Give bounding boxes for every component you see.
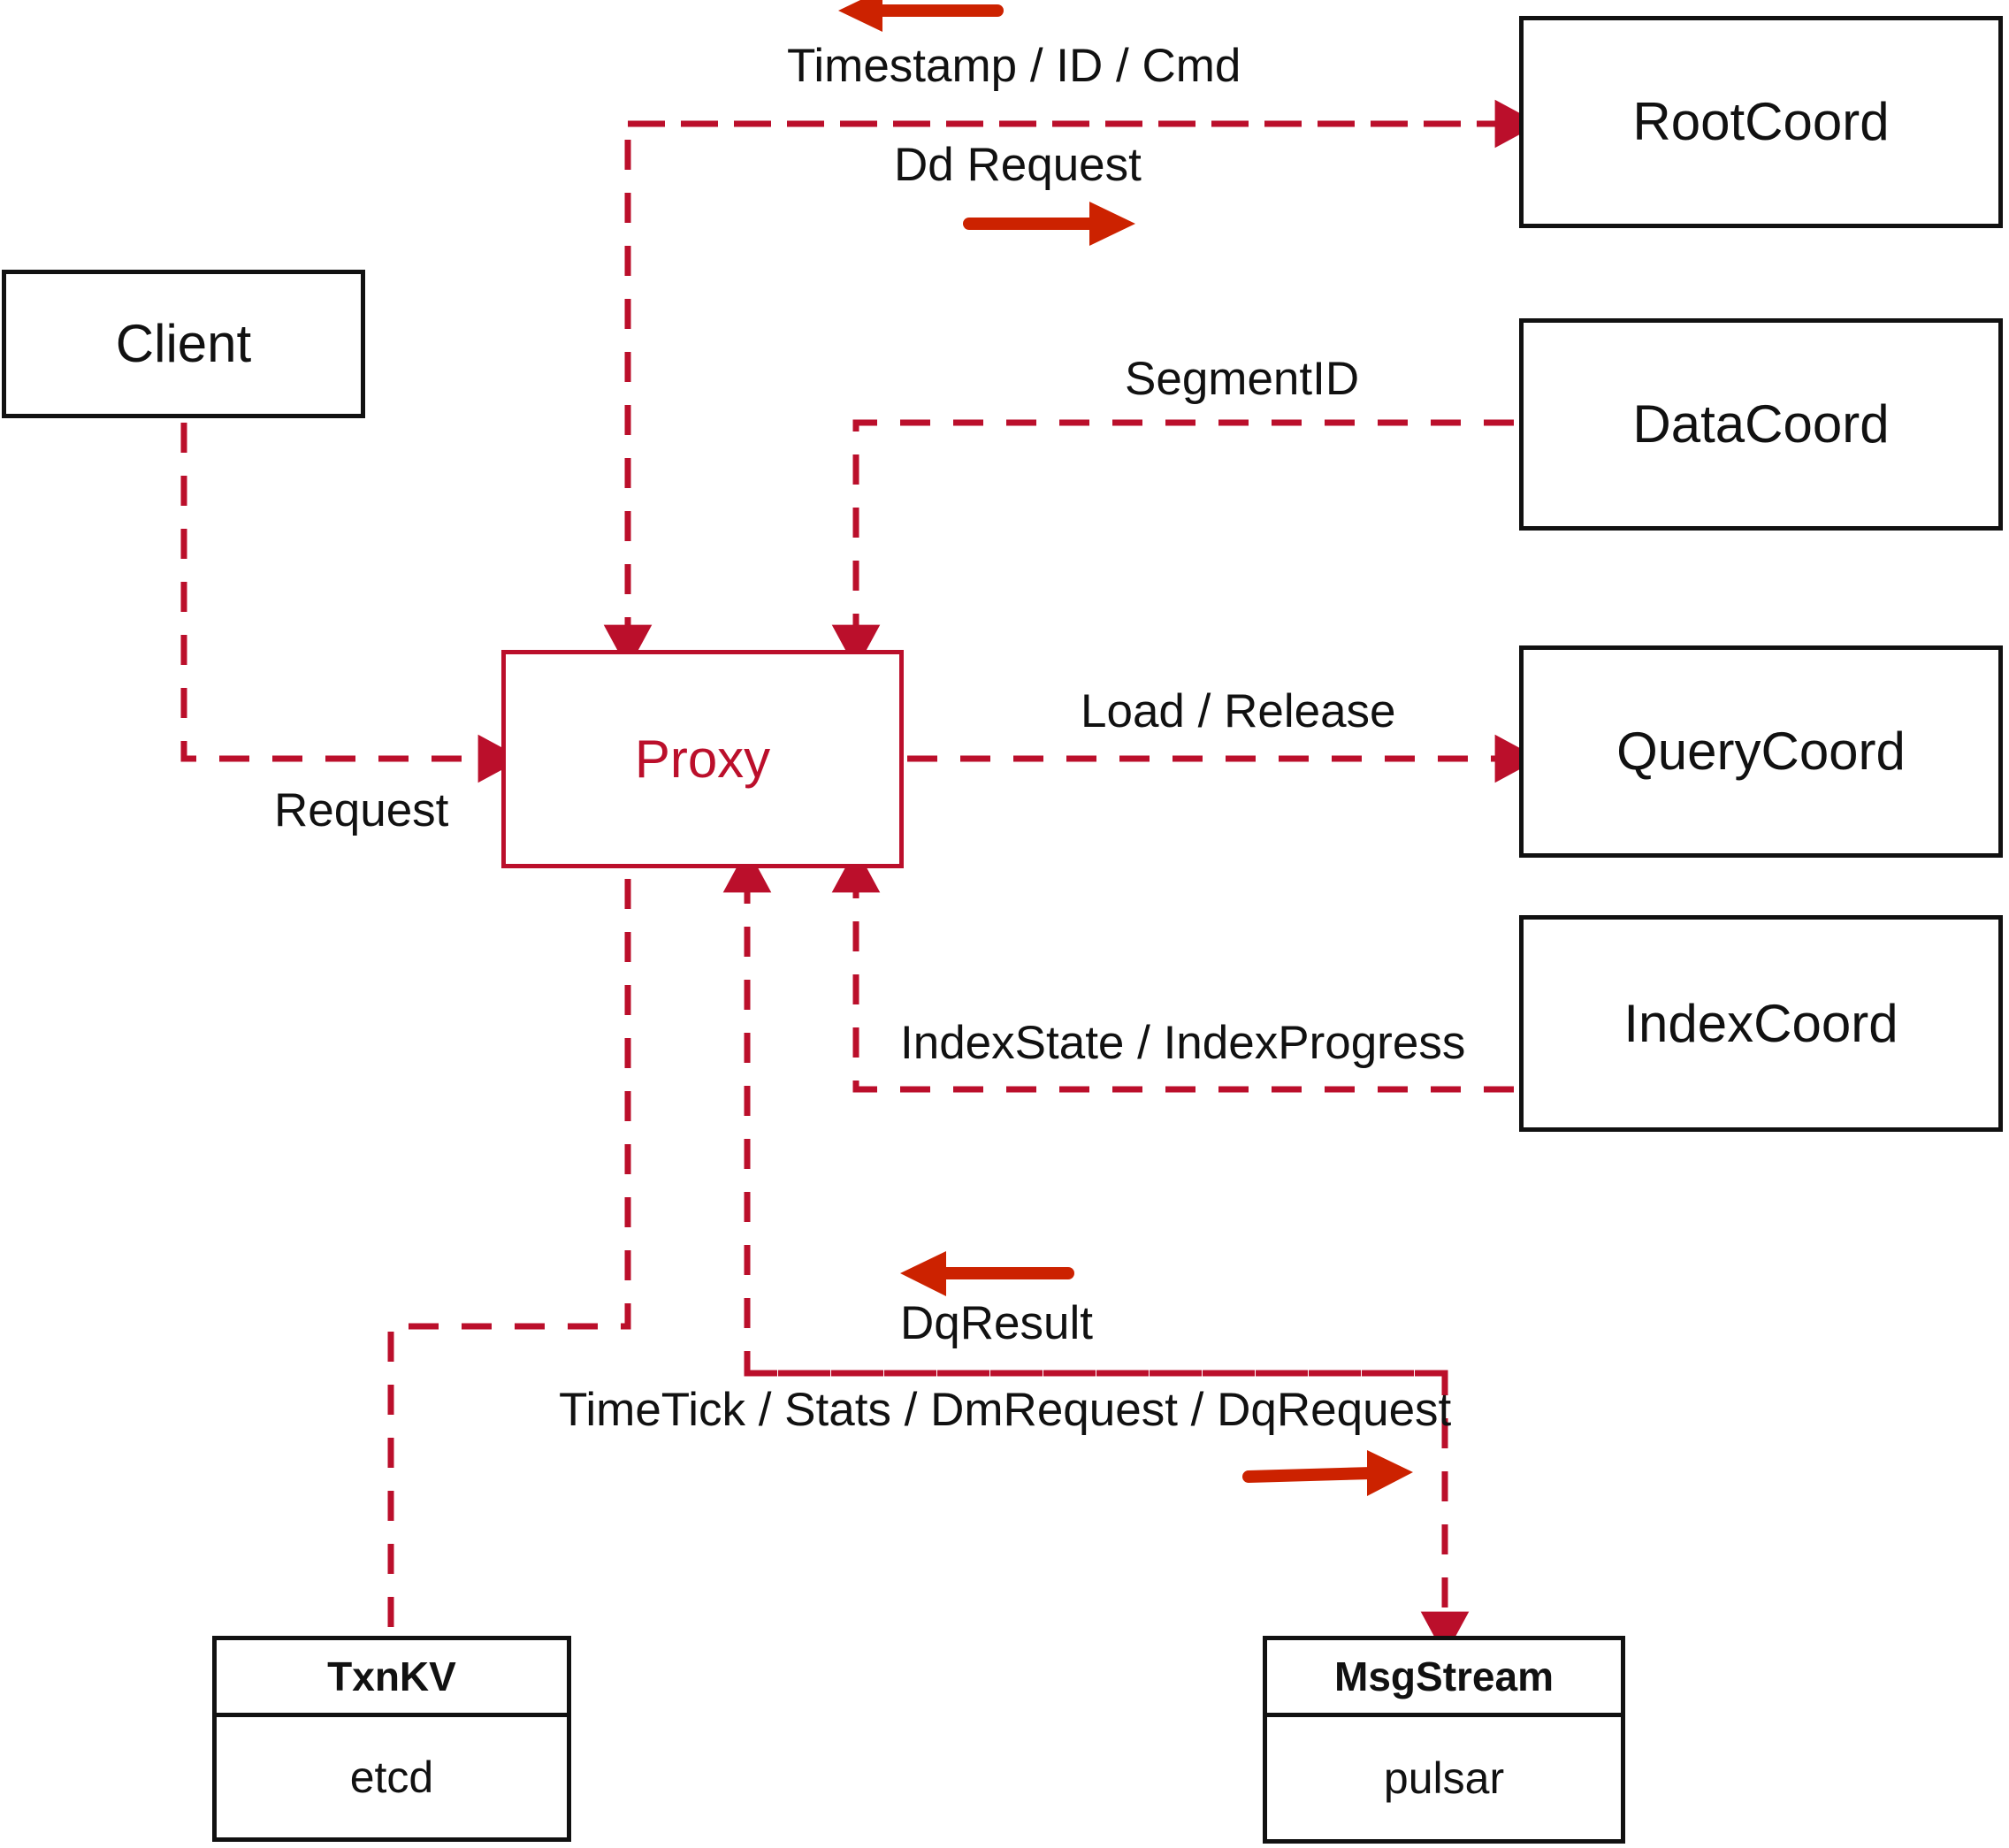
edge-label-index-state-progress: IndexState / IndexProgress [900, 1017, 1466, 1069]
edge-segment-id [831, 419, 1514, 669]
node-client-label: Client [115, 314, 252, 373]
edge-label-timetick-stats-dm-dq: TimeTick / Stats / DmRequest / DqRequest [559, 1384, 1452, 1436]
node-data-coord[interactable]: DataCoord [1519, 318, 2003, 531]
edge-dq-result [722, 848, 1445, 1377]
node-root-coord[interactable]: RootCoord [1519, 16, 2003, 228]
node-txnkv[interactable]: TxnKV etcd [212, 1636, 571, 1842]
node-proxy-label: Proxy [634, 729, 771, 789]
node-txnkv-title: TxnKV [327, 1653, 456, 1699]
node-proxy[interactable]: Proxy [501, 650, 904, 868]
node-query-coord[interactable]: QueryCoord [1519, 645, 2003, 858]
edge-timetick-stats-dm-dq [747, 1370, 1470, 1656]
edge-label-dq-result: DqResult [900, 1297, 1093, 1349]
node-msgstream-impl: pulsar [1383, 1753, 1505, 1803]
edge-request [180, 423, 523, 783]
direction-arrow-timestamp [838, 0, 1004, 32]
direction-arrow-timetick [1242, 1450, 1413, 1496]
edge-timestamp-id-cmd [603, 120, 1514, 669]
direction-arrow-dq-result [900, 1251, 1074, 1296]
node-txnkv-body: etcd [217, 1717, 567, 1837]
node-msgstream-header: MsgStream [1267, 1640, 1621, 1717]
node-txnkv-impl: etcd [349, 1753, 434, 1802]
node-data-coord-label: DataCoord [1632, 394, 1890, 454]
node-txnkv-header: TxnKV [217, 1640, 567, 1717]
node-index-coord-label: IndexCoord [1623, 993, 1898, 1053]
edge-index-state-progress [831, 848, 1514, 1093]
node-index-coord[interactable]: IndexCoord [1519, 915, 2003, 1132]
edge-label-request: Request [274, 784, 449, 836]
edge-label-segment-id: SegmentID [1125, 353, 1360, 405]
edge-label-timestamp-id-cmd: Timestamp / ID / Cmd [787, 40, 1241, 92]
node-client[interactable]: Client [2, 270, 365, 418]
node-msgstream-title: MsgStream [1334, 1653, 1554, 1699]
edge-label-load-release: Load / Release [1081, 685, 1396, 737]
direction-arrow-dd-request [963, 202, 1135, 246]
node-root-coord-label: RootCoord [1632, 92, 1890, 151]
node-msgstream[interactable]: MsgStream pulsar [1263, 1636, 1625, 1844]
edge-label-dd-request: Dd Request [894, 139, 1142, 191]
edge-proxy-txnkv [387, 879, 631, 1636]
node-query-coord-label: QueryCoord [1616, 722, 1906, 781]
node-msgstream-body: pulsar [1267, 1717, 1621, 1839]
